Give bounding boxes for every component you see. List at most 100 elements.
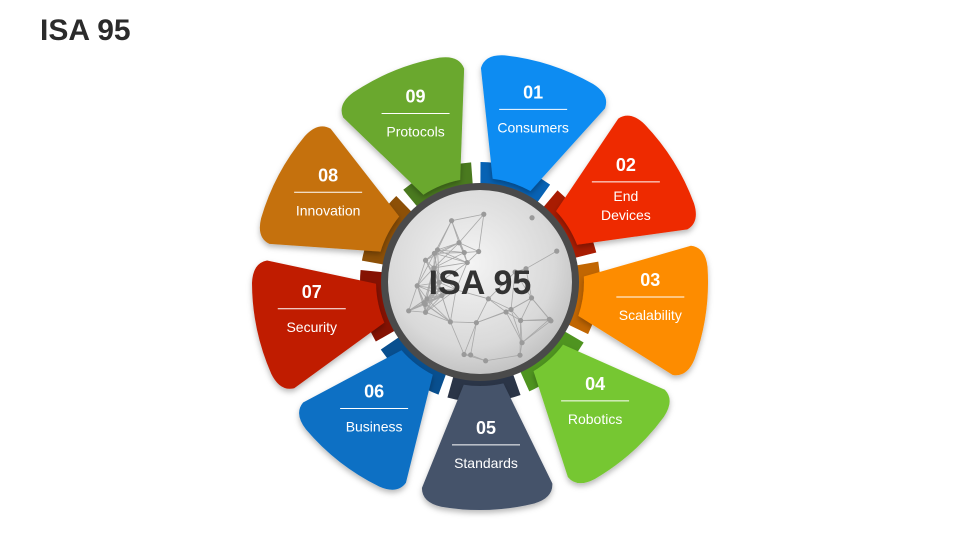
network-link (458, 242, 479, 252)
network-link (458, 213, 485, 244)
network-link (417, 281, 440, 287)
network-link (433, 252, 465, 269)
network-link (437, 220, 452, 251)
network-link (519, 320, 522, 356)
network-link (488, 271, 516, 300)
network-node (481, 211, 487, 217)
network-link (531, 297, 552, 322)
network-node (528, 295, 535, 301)
segment-label-05: Standards (454, 455, 518, 471)
network-link (437, 249, 440, 283)
network-node (512, 269, 518, 275)
segment-number-02: 02 (616, 155, 636, 175)
network-node (447, 319, 453, 325)
network-node (468, 352, 474, 358)
network-node (431, 265, 437, 271)
network-node (439, 292, 445, 299)
segment-04 (533, 344, 670, 484)
network-link (433, 267, 457, 291)
network-link (514, 271, 532, 299)
segment-number-09: 09 (406, 87, 426, 107)
network-link (425, 242, 460, 261)
network-node (431, 250, 438, 256)
network-node (437, 286, 443, 293)
segment-number-07: 07 (302, 282, 322, 302)
segment-number-05: 05 (476, 418, 496, 438)
network-link (426, 282, 440, 300)
network-link (505, 311, 521, 321)
network-node (476, 248, 482, 255)
segment-label-04: Robotics (568, 411, 622, 427)
segment-09 (341, 57, 465, 195)
network-node (461, 351, 467, 358)
segment-label-07: Security (286, 319, 337, 335)
network-link (433, 242, 460, 269)
network-link (466, 251, 479, 263)
network-link (525, 250, 557, 270)
network-node (485, 296, 492, 302)
segment-02 (556, 115, 696, 245)
network-node (503, 309, 509, 315)
network-link (470, 322, 477, 356)
network-node (529, 215, 535, 221)
segment-07 (252, 260, 385, 389)
segment-03 (578, 245, 708, 376)
hub-circle (388, 190, 572, 374)
network-node (517, 352, 523, 358)
network-link (439, 262, 468, 283)
network-link (426, 298, 451, 323)
segment-number-03: 03 (640, 270, 660, 290)
segment-label-09: Protocols (386, 124, 444, 140)
network-node (518, 317, 524, 324)
slide-title: ISA 95 (40, 14, 131, 47)
segment-label-08: Innovation (296, 202, 361, 218)
network-link (455, 289, 489, 300)
network-link (476, 311, 507, 324)
center-hub: ISA 95 (381, 183, 579, 381)
segment-label-01: Consumers (497, 119, 569, 135)
network-link (449, 321, 465, 355)
network-link (408, 310, 426, 313)
network-link (425, 295, 443, 313)
network-link (416, 260, 426, 286)
network-link (426, 267, 435, 300)
segment-number-01: 01 (523, 82, 543, 102)
network-link (416, 253, 435, 286)
network-link (426, 289, 441, 300)
network-node (548, 318, 554, 324)
network-link (433, 262, 468, 269)
network-link (451, 213, 484, 222)
network-link (437, 249, 468, 263)
network-node (523, 266, 529, 272)
network-node (508, 306, 514, 313)
network-link (417, 285, 442, 296)
network-link (488, 298, 507, 313)
network-globe-graphic (406, 211, 560, 364)
network-node (464, 259, 470, 266)
network-link (510, 271, 516, 310)
network-link (463, 322, 477, 355)
network-node (406, 308, 412, 314)
network-link (451, 220, 460, 243)
segment-06 (299, 350, 433, 490)
network-link (520, 297, 532, 321)
network-link (455, 262, 468, 290)
network-node (453, 287, 459, 293)
network-node (473, 320, 479, 326)
segment-08 (259, 126, 400, 252)
network-link (439, 282, 457, 291)
network-link (416, 285, 426, 313)
network-node (424, 296, 430, 302)
network-node (554, 248, 560, 254)
segment-number-06: 06 (364, 382, 384, 402)
network-node (448, 218, 455, 224)
network-link (437, 242, 460, 251)
network-link (470, 354, 486, 362)
network-link (425, 260, 441, 290)
segment-05 (421, 383, 553, 510)
segment-label-03: Scalability (619, 307, 682, 323)
segment-01 (480, 55, 607, 192)
